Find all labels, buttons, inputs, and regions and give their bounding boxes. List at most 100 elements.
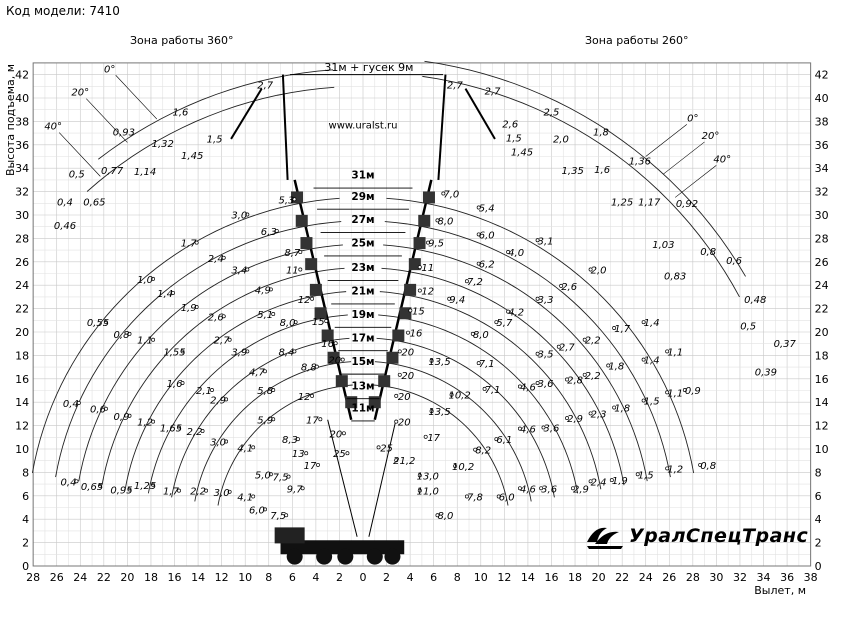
jib-angle-leader-right	[674, 165, 717, 198]
jib-capacity-label-right: 0,37	[774, 339, 797, 350]
capacity-label-left: 4,7	[249, 367, 266, 378]
boom-head-left	[314, 307, 327, 320]
y-tick-label-left: 0	[22, 560, 29, 573]
jib-angle-leader-right	[645, 124, 688, 157]
boom-head-right	[392, 329, 405, 342]
capacity-label-left: 9,7	[287, 484, 304, 495]
capacity-label-left: 6,0	[249, 505, 265, 516]
capacity-label-right: 6,1	[496, 435, 512, 446]
capacity-point	[268, 287, 273, 292]
jib-capacity-label-left: 0,46	[54, 221, 76, 232]
capacity-point	[271, 388, 276, 392]
model-code-label: Код модели: 7410	[6, 4, 120, 18]
boom-head-left	[295, 214, 308, 227]
capacity-point	[588, 267, 593, 272]
jib-angle-leader-left	[115, 75, 158, 120]
capacity-label-left: 0,9	[114, 412, 130, 423]
x-tick-label: 2	[383, 571, 390, 584]
grid	[32, 62, 811, 567]
reach-arc-left	[101, 267, 345, 486]
x-tick-label: 16	[168, 571, 182, 584]
capacity-label-right: 17	[427, 433, 440, 444]
jib-capacity-label-left: 0,77	[101, 166, 124, 177]
boom-head-right	[418, 214, 431, 227]
capacity-point	[435, 218, 440, 223]
boom-head-left	[345, 396, 358, 409]
capacity-label-left: 8,8	[301, 363, 317, 374]
capacity-label-left: 2,9	[210, 395, 226, 406]
capacity-point	[74, 479, 79, 484]
capacity-point	[506, 309, 511, 314]
capacity-point	[292, 197, 297, 202]
capacity-label-left: 0,55	[87, 318, 109, 329]
boom-head-left	[305, 258, 318, 271]
capacity-point	[271, 417, 276, 422]
y-tick-label-left: 34	[15, 162, 29, 175]
x-tick-label: 24	[73, 571, 87, 584]
x-tick-label: 10	[474, 571, 488, 584]
capacity-label-right: 20	[398, 418, 411, 429]
capacity-point	[245, 267, 250, 272]
capacity-label-left: 3,0	[210, 437, 226, 448]
reach-arc-left	[124, 291, 347, 490]
jib-capacity-label-right: 2,6	[502, 119, 518, 130]
capacity-label-right: 0,8	[700, 461, 716, 472]
capacity-point	[641, 398, 646, 403]
jib-angle-leader-left	[86, 98, 128, 143]
reach-arc-left	[217, 384, 353, 506]
capacity-label-left: 5,9	[257, 415, 273, 426]
capacity-label-right: 11	[421, 263, 434, 274]
y-tick-label-left: 12	[15, 420, 29, 433]
capacity-point	[263, 369, 267, 374]
capacity-point	[227, 489, 232, 494]
capacity-point	[345, 451, 350, 456]
capacity-label-right: 2,9	[567, 414, 583, 425]
jib-capacity-label-left: 1,45	[181, 151, 203, 162]
capacity-label-left: 8,4	[278, 347, 294, 358]
x-axis-label: Вылет, м	[754, 584, 806, 597]
boom-head-left	[309, 283, 322, 296]
capacity-label-left: 1,7	[163, 487, 180, 498]
capacity-label-right: 2,6	[561, 282, 577, 293]
boom-length-label: 11м	[351, 403, 374, 415]
capacity-label-left: 3,0	[214, 488, 230, 499]
capacity-point	[665, 466, 670, 471]
jib-capacity-label-left: 1,5	[207, 134, 223, 145]
capacity-label-right: 20	[401, 347, 414, 358]
jib-angle-label-left: 0°	[104, 64, 115, 75]
truck-wheel	[384, 548, 401, 565]
capacity-point	[429, 358, 434, 363]
truck-hoist-line	[368, 419, 397, 537]
capacity-point	[151, 337, 156, 342]
capacity-point	[221, 314, 226, 319]
jib-angle-label-right: 40°	[713, 154, 731, 165]
capacity-point	[271, 312, 276, 316]
y-tick-label-left: 28	[15, 232, 29, 245]
capacity-point	[441, 191, 446, 196]
capacity-label-left: 0,65	[81, 482, 103, 493]
capacity-point	[293, 320, 298, 325]
boom-length-label: 17м	[351, 332, 374, 344]
reach-arc-left	[31, 197, 340, 474]
brand-logo-icon	[587, 527, 623, 549]
boom-head-left	[321, 329, 334, 342]
capacity-point	[606, 363, 611, 368]
reach-arc-right	[384, 221, 671, 478]
capacity-label-right: 1,7	[614, 324, 631, 335]
capacity-label-right: 7,0	[443, 189, 459, 200]
y-tick-label-right: 4	[815, 513, 822, 526]
capacity-label-right: 1,4	[644, 318, 660, 329]
capacity-point	[292, 349, 297, 354]
jib-arc-right	[424, 60, 746, 277]
capacity-label-left: 1,9	[181, 303, 197, 314]
capacity-point	[665, 349, 670, 354]
capacity-point	[103, 406, 108, 411]
jib-capacity-label-right: 0,48	[744, 295, 766, 306]
capacity-label-right: 13,0	[417, 471, 439, 482]
x-tick-label: 20	[592, 571, 606, 584]
boom-head-right	[386, 351, 399, 364]
y-tick-label-left: 6	[22, 490, 29, 503]
capacity-point	[314, 364, 319, 369]
x-tick-label: 14	[521, 571, 535, 584]
capacity-point	[304, 451, 309, 456]
